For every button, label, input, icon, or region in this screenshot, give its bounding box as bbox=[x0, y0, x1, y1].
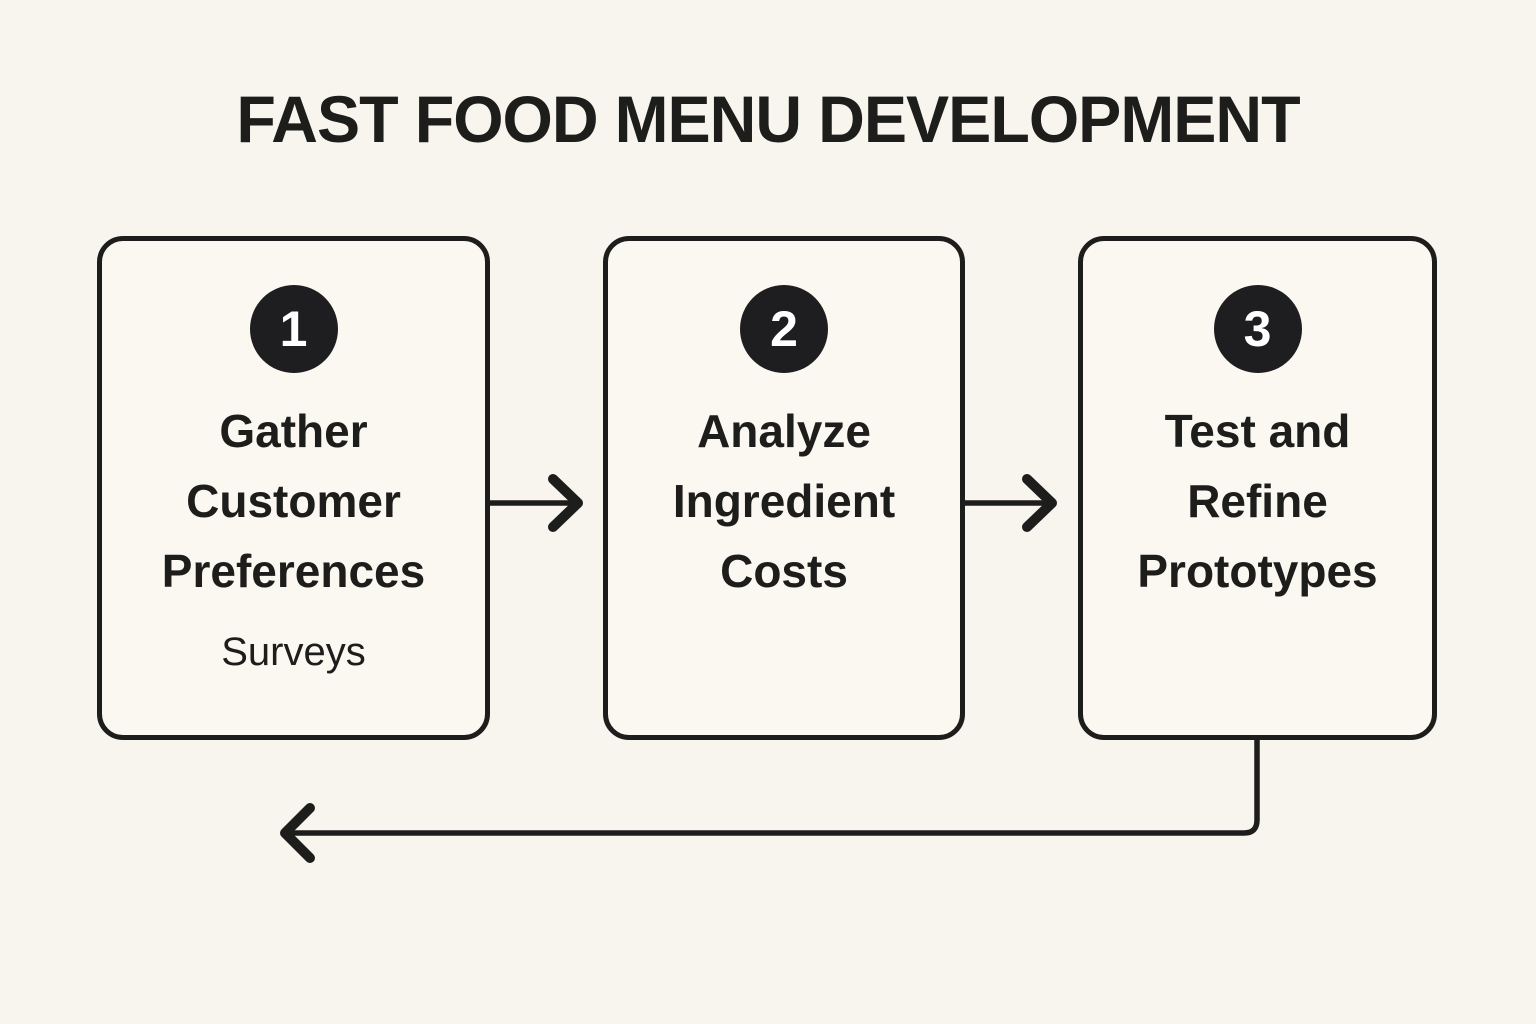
step-card-1: 1 Gather Customer Preferences Surveys bbox=[97, 236, 490, 740]
step-card-3: 3 Test and Refine Prototypes bbox=[1078, 236, 1437, 740]
arrow-feedback-loop-line bbox=[289, 740, 1260, 836]
diagram-title: FAST FOOD MENU DEVELOPMENT bbox=[236, 82, 1300, 156]
step-3-number-badge: 3 bbox=[1213, 285, 1302, 373]
step-2-number-badge: 2 bbox=[740, 285, 828, 373]
arrow-step2-to-step3 bbox=[965, 474, 1057, 532]
step-card-2: 2 Analyze Ingredient Costs bbox=[603, 236, 965, 740]
arrow-feedback-loop bbox=[280, 740, 1260, 863]
step-1-number-badge: 1 bbox=[249, 285, 338, 373]
step-1-subtitle: Surveys bbox=[221, 630, 366, 674]
arrow-step2-to-step3-arrowhead-icon bbox=[1022, 474, 1057, 532]
arrow-step1-to-step2 bbox=[490, 474, 583, 532]
step-1-title: Gather Customer Preferences bbox=[161, 405, 426, 597]
arrow-feedback-loop-arrowhead-icon bbox=[280, 803, 315, 863]
arrow-step1-to-step2-arrowhead-icon bbox=[548, 474, 583, 532]
step-3-title: Test and Refine Prototypes bbox=[1137, 405, 1378, 597]
step-2-title: Analyze Ingredient Costs bbox=[672, 405, 896, 597]
